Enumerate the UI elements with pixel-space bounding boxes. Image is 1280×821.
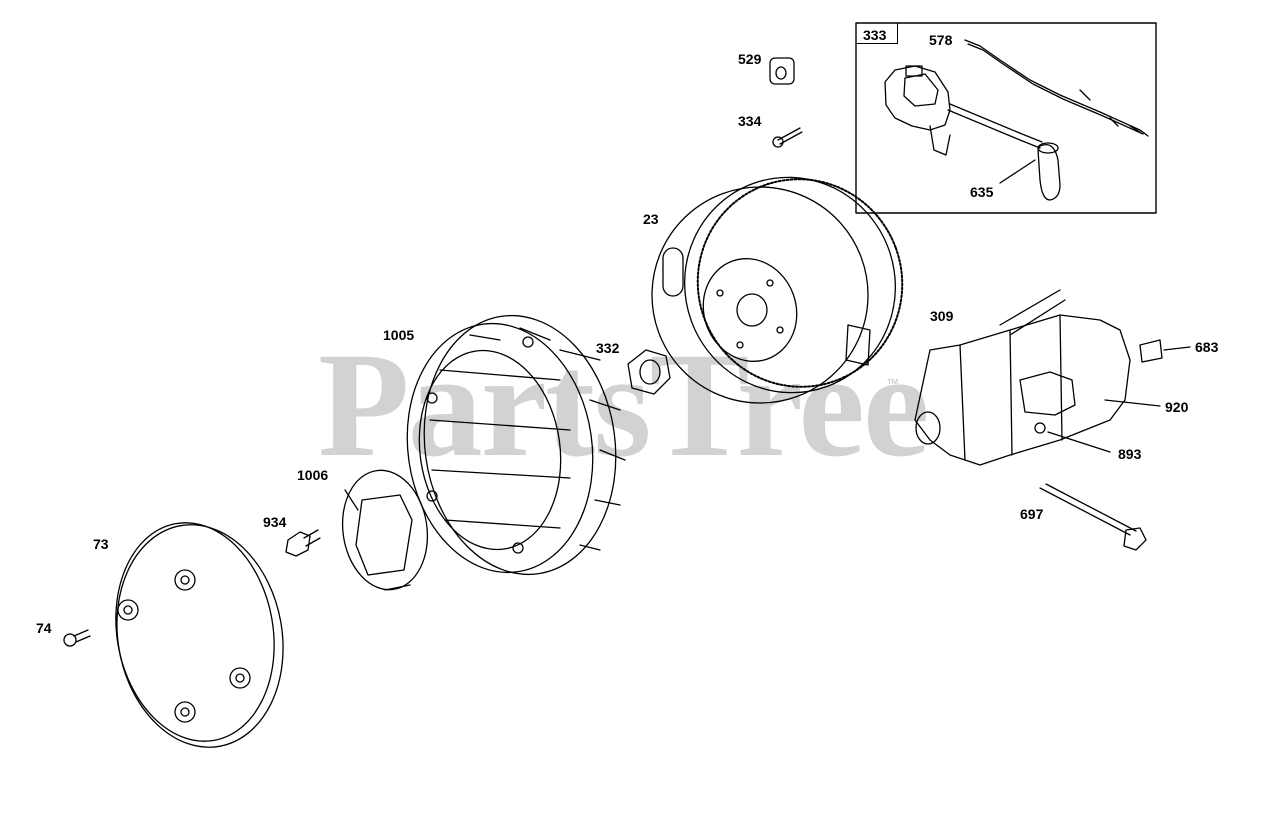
callout-529[interactable]: 529 — [738, 51, 762, 67]
part-333-ignition-module — [884, 65, 1043, 156]
callout-332[interactable]: 332 — [596, 340, 620, 356]
part-23-flywheel — [651, 176, 904, 404]
callout-334[interactable]: 334 — [738, 113, 762, 129]
part-697-bolt — [1039, 483, 1147, 551]
callout-893[interactable]: 893 — [1118, 446, 1142, 462]
callout-1005[interactable]: 1005 — [383, 327, 415, 343]
leader-893 — [1047, 431, 1111, 453]
callout-697[interactable]: 697 — [1020, 506, 1044, 522]
inset-box — [855, 22, 1157, 214]
leader-683 — [1163, 346, 1191, 351]
part-309-starter — [914, 289, 1163, 466]
callout-578[interactable]: 578 — [929, 32, 953, 48]
part-529-grommet — [769, 57, 795, 85]
part-334-screw — [772, 127, 803, 148]
leader-920 — [1104, 399, 1161, 407]
callout-23[interactable]: 23 — [643, 211, 659, 227]
callout-309[interactable]: 309 — [930, 308, 954, 324]
part-332-nut — [627, 349, 671, 395]
watermark-trademark: ™ — [886, 376, 899, 391]
callout-934[interactable]: 934 — [263, 514, 287, 530]
part-934-bolt — [285, 529, 321, 557]
inset-label: 333 — [863, 27, 887, 43]
callout-1006[interactable]: 1006 — [297, 467, 329, 483]
part-1005-fan — [406, 314, 626, 576]
part-578-harness — [964, 39, 1149, 137]
callout-683[interactable]: 683 — [1195, 339, 1219, 355]
callout-635[interactable]: 635 — [970, 184, 994, 200]
callout-920[interactable]: 920 — [1165, 399, 1189, 415]
part-74-screw — [63, 629, 91, 647]
part-73-cover — [115, 522, 284, 748]
part-1006-screen — [341, 469, 429, 591]
callout-74[interactable]: 74 — [36, 620, 52, 636]
inset-label-box: 333 — [856, 23, 898, 44]
part-635-spark-boot — [1037, 142, 1061, 201]
callout-73[interactable]: 73 — [93, 536, 109, 552]
leader-635 — [999, 159, 1036, 184]
